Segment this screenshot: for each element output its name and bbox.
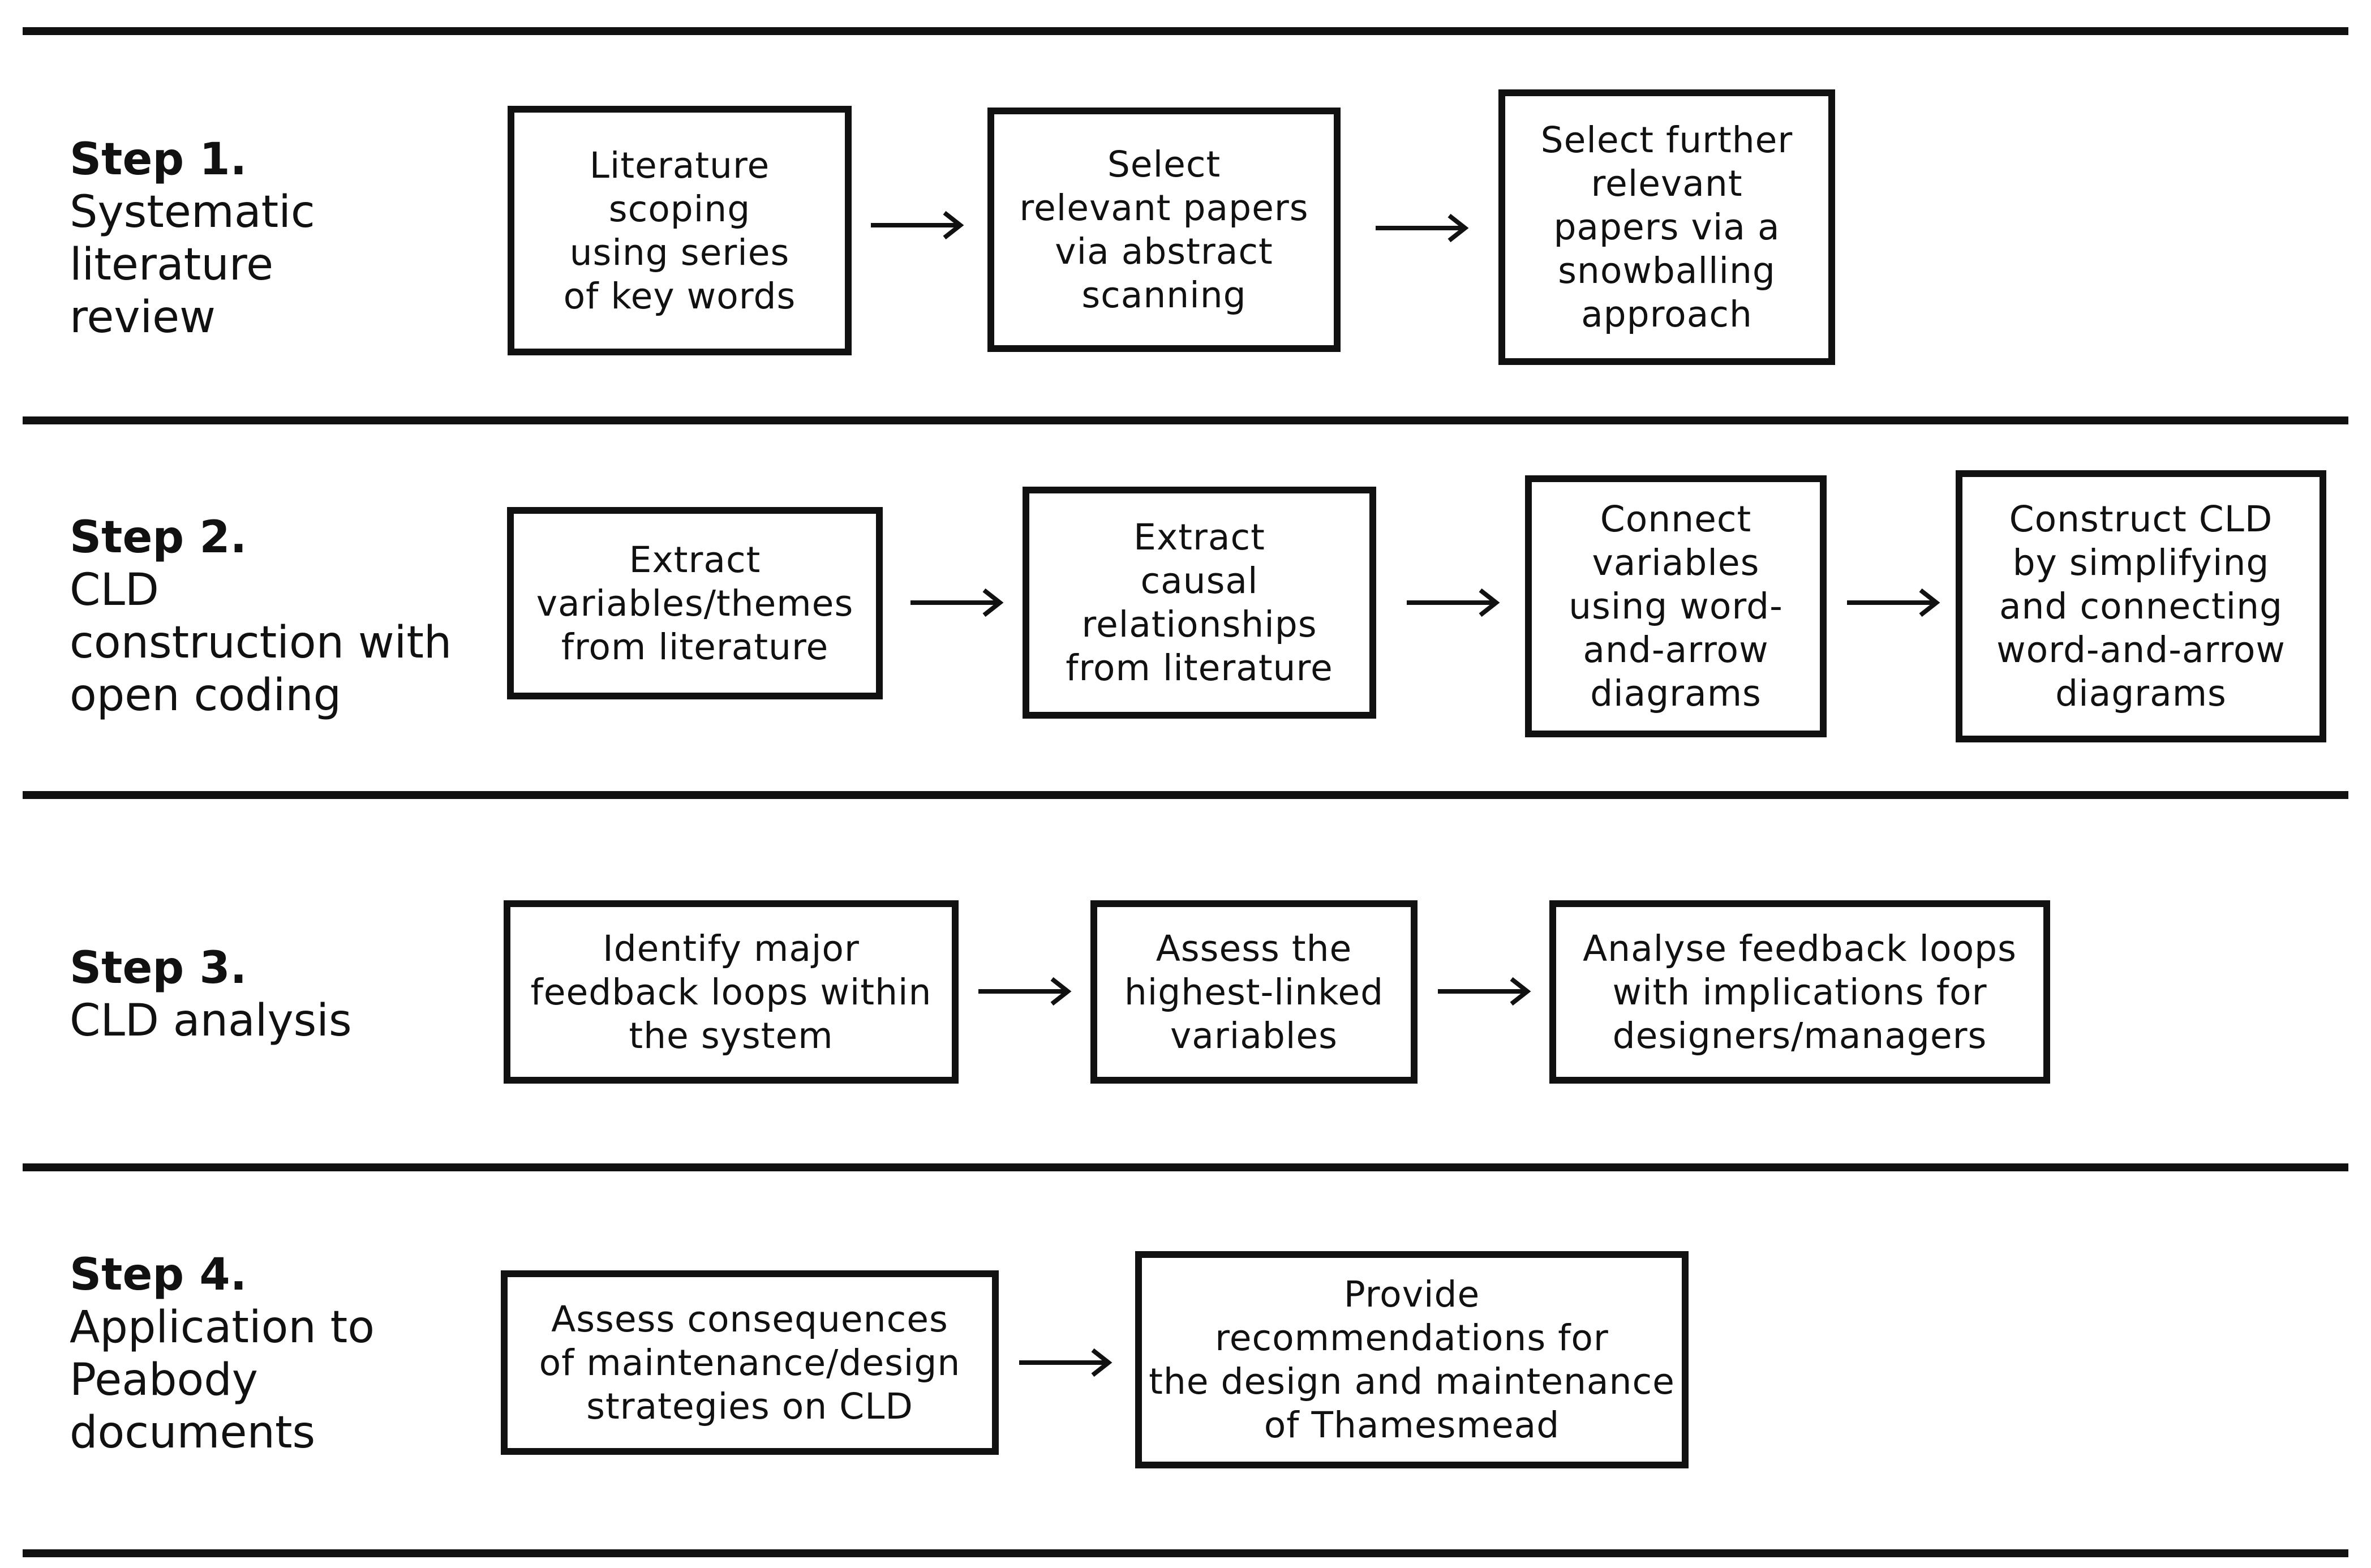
separator-rule-bottom <box>23 1549 2348 1557</box>
step-1-label: Step 1. Systematic literature review <box>70 134 315 344</box>
step-2-box-2-text: Extract causal relationships from litera… <box>1066 517 1333 689</box>
step-4-number: Step 4. <box>70 1249 247 1300</box>
step-2-box-construct-cld: Construct CLD by simplifying and connect… <box>1956 470 2326 742</box>
step-3-arrow-2 <box>1438 977 1531 1006</box>
step-1-box-2-text: Select relevant papers via abstract scan… <box>1019 144 1309 316</box>
separator-rule-1-2 <box>23 416 2348 424</box>
step-3-box-identify-loops: Identify major feedback loops within the… <box>504 900 959 1084</box>
step-2-box-3-text: Connect variables using word- and-arrow … <box>1569 499 1783 714</box>
step-3-box-1-text: Identify major feedback loops within the… <box>530 927 932 1056</box>
step-2-arrow-1 <box>910 588 1004 617</box>
step-1-arrow-2 <box>1376 213 1469 243</box>
step-2-arrow-2 <box>1407 588 1500 617</box>
separator-rule-2-3 <box>23 791 2348 799</box>
step-4-box-2-text: Provide recommendations for the design a… <box>1149 1274 1675 1446</box>
step-1-box-snowballing: Select further relevant papers via a sno… <box>1498 89 1835 365</box>
step-2-box-4-text: Construct CLD by simplifying and connect… <box>1996 499 2286 714</box>
step-1-box-literature-scoping: Literature scoping using series of key w… <box>508 106 852 355</box>
separator-rule-top <box>23 27 2348 35</box>
step-1-box-1-text: Literature scoping using series of key w… <box>563 144 796 317</box>
step-2-arrow-3 <box>1847 588 1940 617</box>
step-1-title: Systematic literature review <box>70 187 315 343</box>
step-2-box-connect-variables: Connect variables using word- and-arrow … <box>1525 475 1827 737</box>
step-3-label: Step 3. CLD analysis <box>70 942 352 1047</box>
step-2-label: Step 2. CLD construction with open codin… <box>70 512 452 722</box>
step-1-number: Step 1. <box>70 134 247 185</box>
step-4-box-1-text: Assess consequences of maintenance/desig… <box>539 1298 961 1427</box>
step-2-box-1-text: Extract variables/themes from literature <box>536 539 854 668</box>
step-2-box-extract-variables: Extract variables/themes from literature <box>507 507 883 699</box>
step-3-title: CLD analysis <box>70 995 352 1046</box>
step-3-number: Step 3. <box>70 943 247 994</box>
step-3-box-3-text: Analyse feedback loops with implications… <box>1583 927 2017 1056</box>
step-3-box-2-text: Assess the highest-linked variables <box>1124 927 1384 1056</box>
step-4-box-assess-consequences: Assess consequences of maintenance/desig… <box>501 1270 999 1455</box>
step-3-box-analyse-loops: Analyse feedback loops with implications… <box>1549 900 2050 1084</box>
step-4-title: Application to Peabody documents <box>70 1302 375 1458</box>
step-4-label: Step 4. Application to Peabody documents <box>70 1249 375 1459</box>
step-2-box-extract-causal: Extract causal relationships from litera… <box>1023 487 1376 719</box>
step-2-title: CLD construction with open coding <box>70 565 452 721</box>
step-1-box-3-text: Select further relevant papers via a sno… <box>1540 119 1793 335</box>
step-4-arrow-1 <box>1019 1348 1113 1377</box>
step-3-box-highest-linked: Assess the highest-linked variables <box>1090 900 1418 1084</box>
step-1-arrow-1 <box>871 211 964 240</box>
step-2-number: Step 2. <box>70 512 247 563</box>
step-3-arrow-1 <box>978 977 1072 1006</box>
step-4-box-recommendations: Provide recommendations for the design a… <box>1135 1251 1689 1468</box>
step-1-box-abstract-scanning: Select relevant papers via abstract scan… <box>987 108 1341 352</box>
separator-rule-3-4 <box>23 1163 2348 1171</box>
